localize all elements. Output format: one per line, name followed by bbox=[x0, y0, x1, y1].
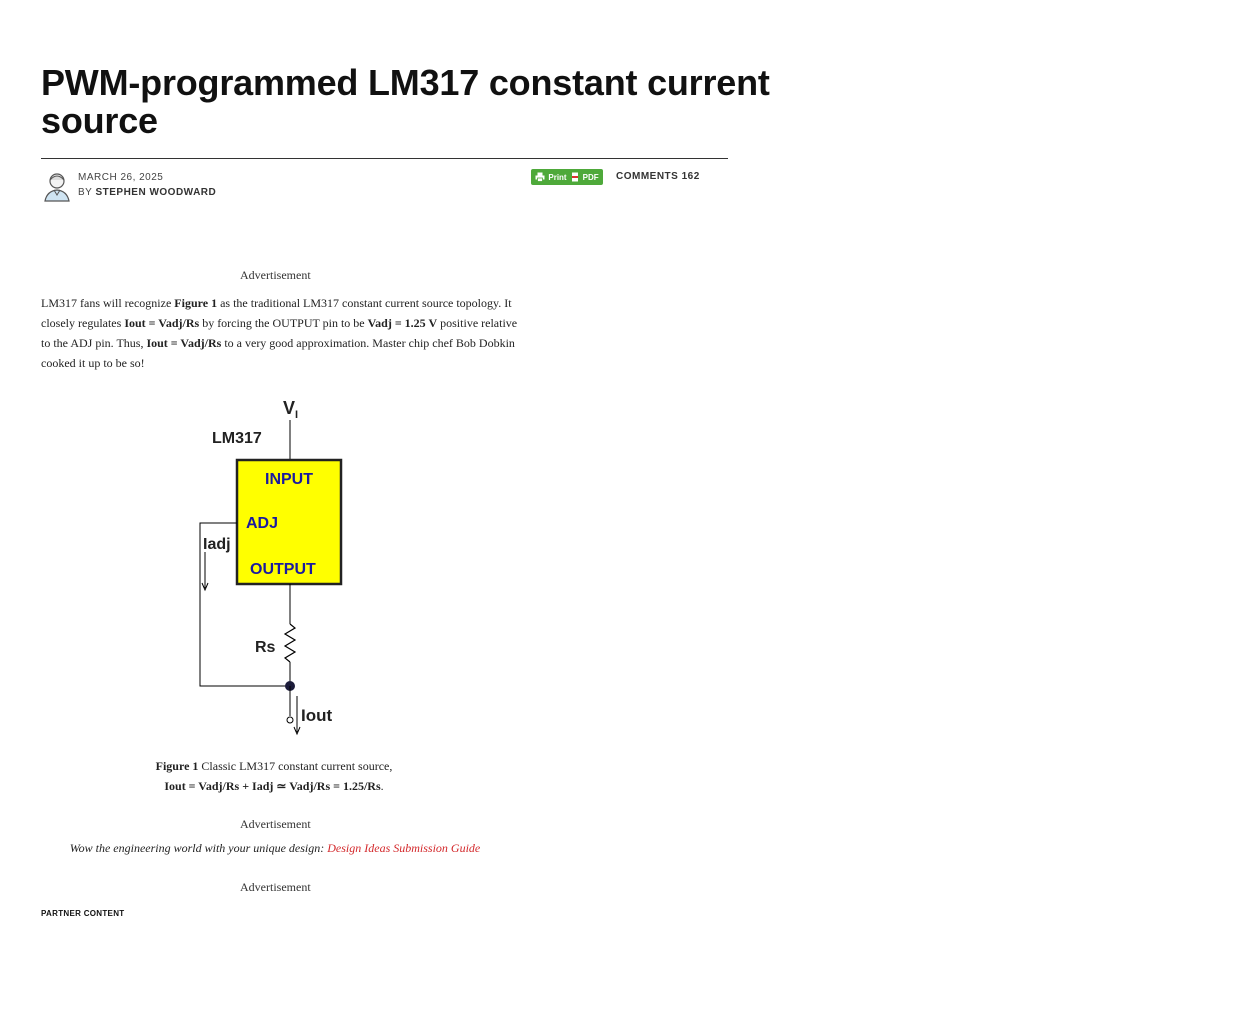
article-paragraph: LM317 fans will recognize Figure 1 as th… bbox=[41, 293, 521, 373]
label-iout: Iout bbox=[301, 706, 332, 725]
advertisement-label-2: Advertisement bbox=[240, 817, 311, 831]
output-terminal bbox=[286, 716, 294, 724]
advertisement-label-1: Advertisement bbox=[240, 268, 311, 282]
pin-input: INPUT bbox=[265, 471, 313, 488]
partner-content-heading: PARTNER CONTENT bbox=[41, 909, 125, 918]
resistor-rs bbox=[283, 623, 297, 663]
author-avatar-icon bbox=[44, 173, 70, 202]
title-line-1: PWM-programmed LM317 constant current bbox=[41, 62, 770, 103]
printer-icon bbox=[535, 172, 545, 182]
label-rs: Rs bbox=[255, 639, 276, 656]
label-lm317: LM317 bbox=[212, 430, 262, 447]
wire-adj-loop bbox=[199, 522, 290, 687]
iout-arrow-head bbox=[293, 726, 301, 736]
para-bold: Figure 1 bbox=[174, 296, 218, 310]
pdf-icon bbox=[571, 172, 578, 182]
submission-guide-link[interactable]: Design Ideas Submission Guide bbox=[327, 841, 481, 855]
lm317-chip bbox=[235, 458, 343, 586]
para-text: LM317 fans will recognize bbox=[41, 296, 175, 310]
pin-output: OUTPUT bbox=[250, 561, 316, 578]
print-label: Print bbox=[548, 172, 567, 182]
para-bold: Iout = Vadj/Rs bbox=[146, 336, 222, 350]
figure-1-schematic: VI LM317 INPUT ADJ OUTPUT Iadj Rs Iout bbox=[199, 398, 343, 736]
para-text: to a very good approximation. Master chi… bbox=[41, 336, 515, 370]
pdf-label: PDF bbox=[582, 172, 599, 182]
caption-line-2: Iout = Vadj/Rs + Iadj ≃ Vadj/Rs = 1.25/R… bbox=[41, 776, 507, 796]
article-meta: MARCH 26, 2025 BY STEPHEN WOODWARD bbox=[78, 170, 216, 200]
print-pdf-button[interactable]: Print PDF bbox=[531, 169, 603, 185]
publish-date: MARCH 26, 2025 bbox=[78, 172, 164, 183]
page-title: PWM-programmed LM317 constant current so… bbox=[41, 64, 1241, 140]
para-bold: Vadj = 1.25 V bbox=[367, 316, 438, 330]
advertisement-label-3: Advertisement bbox=[240, 880, 311, 894]
para-text: as the traditional LM317 constant curren… bbox=[41, 296, 512, 330]
caption-text: Classic LM317 constant current source, bbox=[198, 759, 393, 773]
figure-caption: Figure 1 Classic LM317 constant current … bbox=[41, 756, 507, 796]
pin-adj: ADJ bbox=[246, 515, 278, 532]
caption-figure-label: Figure 1 bbox=[155, 759, 199, 773]
promo-text: Wow the engineering world with your uniq… bbox=[69, 841, 328, 855]
caption-line-1: Figure 1 Classic LM317 constant current … bbox=[41, 756, 507, 776]
submission-promo: Wow the engineering world with your uniq… bbox=[41, 841, 509, 856]
iadj-arrow-head bbox=[201, 582, 209, 592]
byline-prefix: BY bbox=[78, 187, 93, 198]
label-iadj: Iadj bbox=[203, 536, 231, 553]
comments-link[interactable]: COMMENTS 162 bbox=[616, 171, 700, 182]
caption-formula: Iout = Vadj/Rs + Iadj ≃ Vadj/Rs = 1.25/R… bbox=[164, 779, 381, 793]
para-text: by forcing the OUTPUT pin to be bbox=[199, 316, 368, 330]
byline: BY STEPHEN WOODWARD bbox=[78, 185, 216, 200]
title-line-2: source bbox=[41, 100, 158, 141]
para-text: positive relative to the ADJ pin. Thus, bbox=[41, 316, 518, 350]
author-link[interactable]: STEPHEN WOODWARD bbox=[95, 187, 217, 198]
title-divider bbox=[41, 158, 728, 159]
para-bold: Iout = Vadj/Rs bbox=[124, 316, 200, 330]
label-vi: VI bbox=[283, 398, 298, 421]
caption-period: . bbox=[380, 779, 384, 793]
